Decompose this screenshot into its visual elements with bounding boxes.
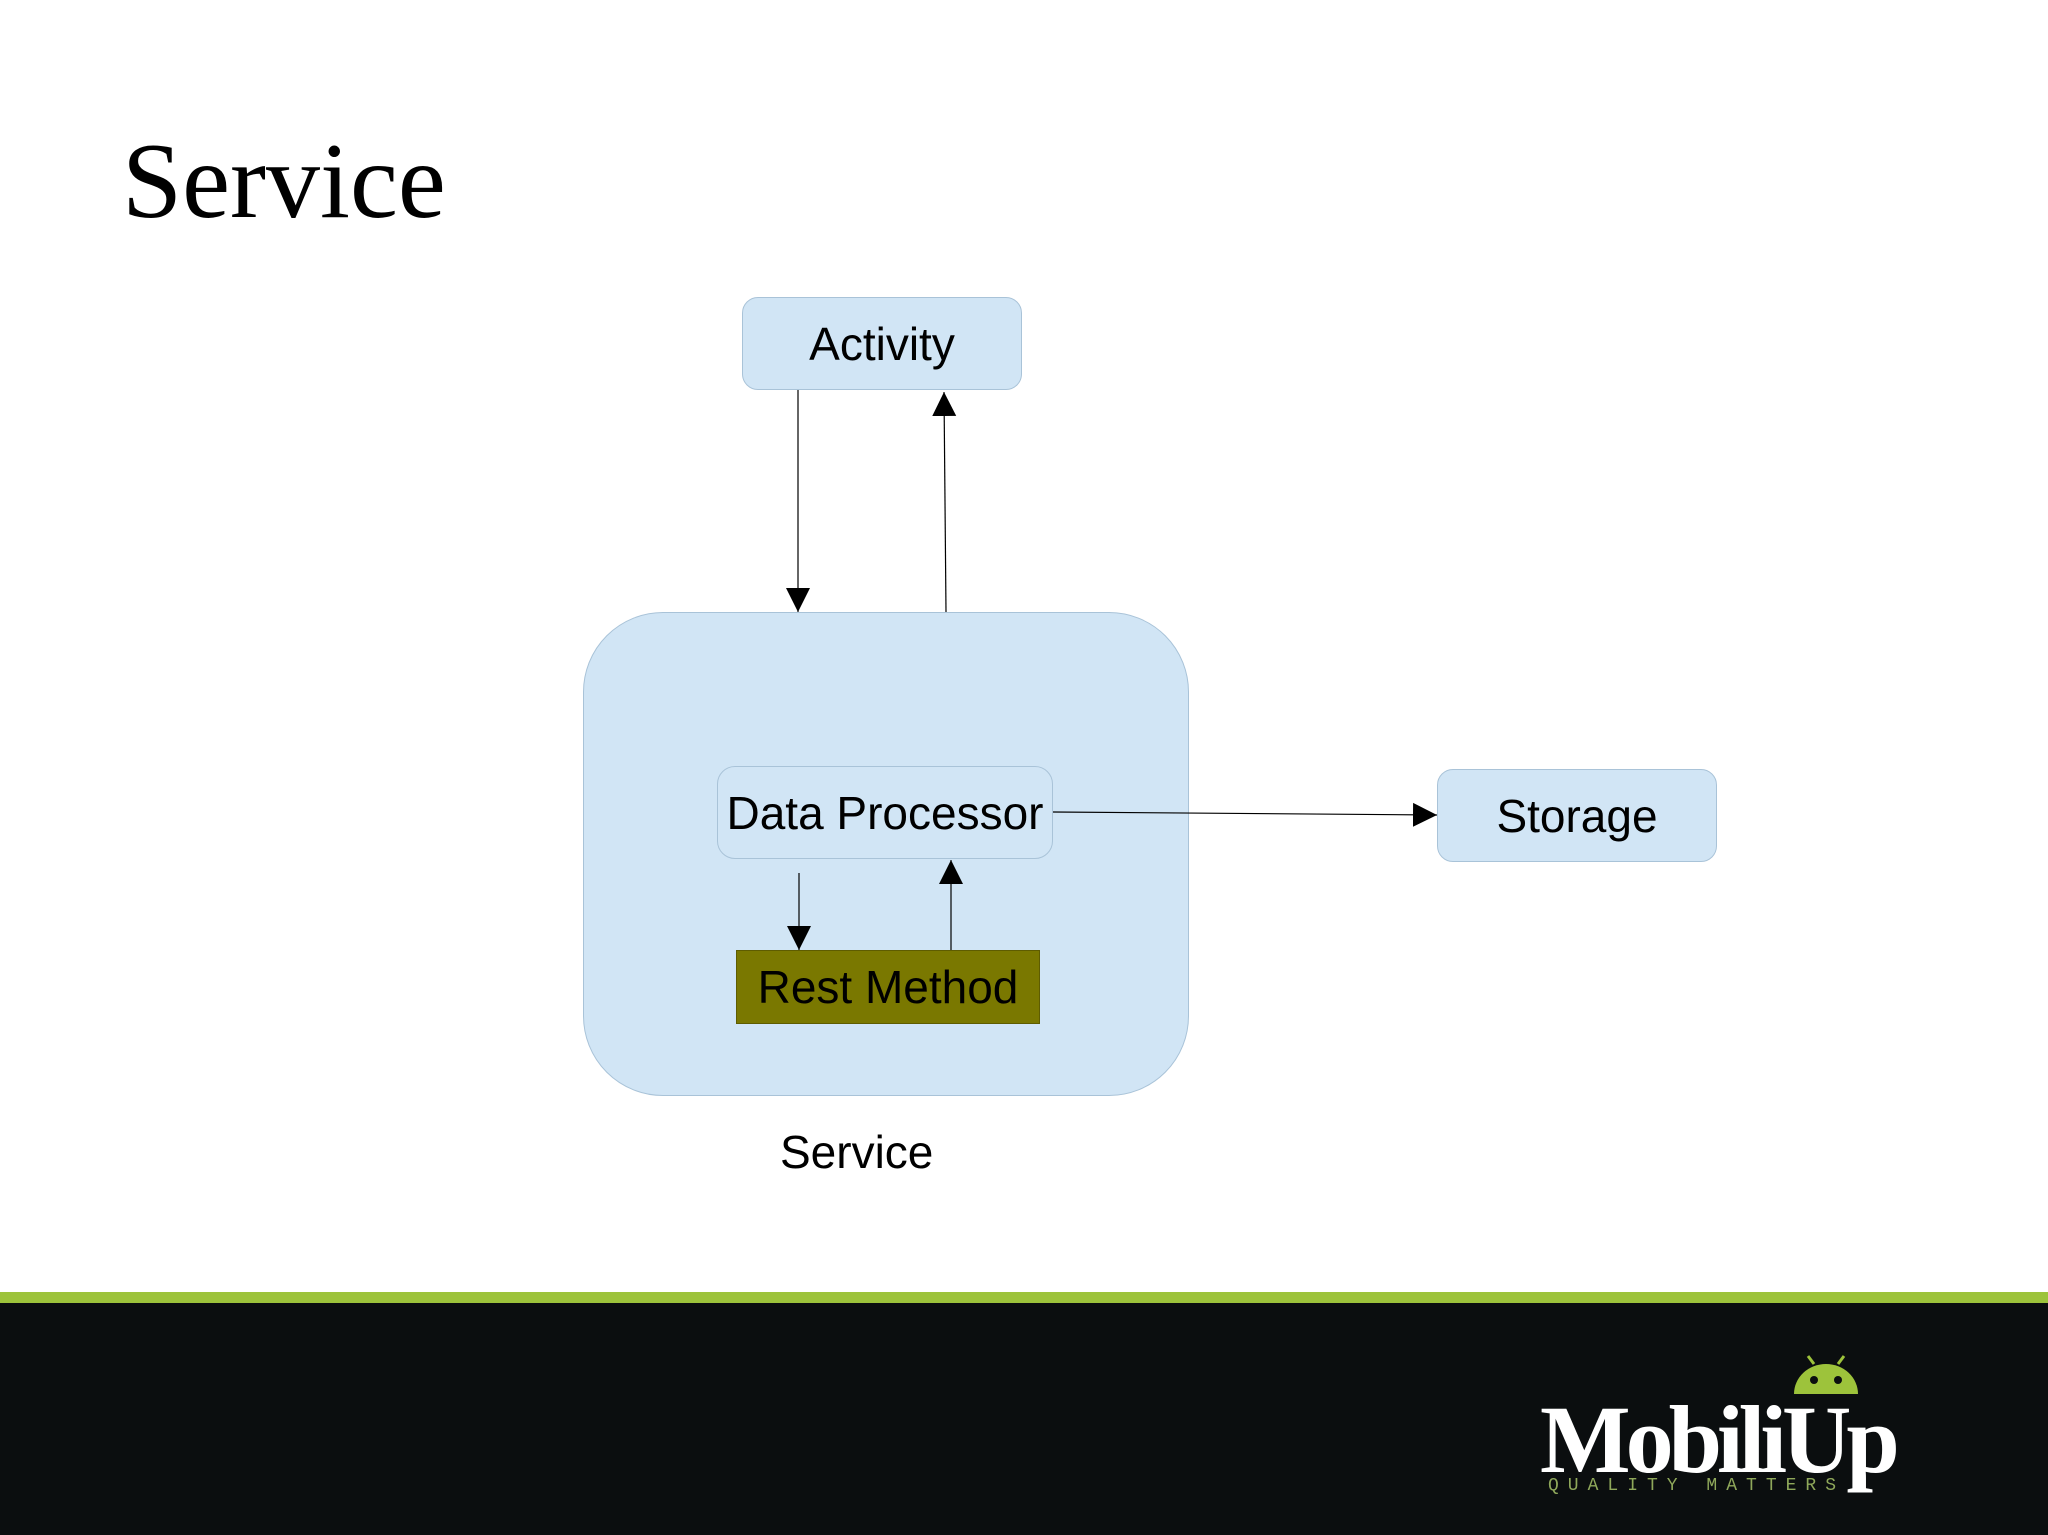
logo-wordmark: MobiliUp bbox=[1540, 1386, 1900, 1493]
logo-tagline: QUALITY MATTERS bbox=[1548, 1476, 1846, 1496]
data-processor-node: Data Processor bbox=[717, 766, 1053, 859]
footer-bar bbox=[0, 1303, 2048, 1535]
mobiliup-logo: MobiliUp QUALITY MATTERS bbox=[1540, 1350, 1920, 1500]
rest-method-node: Rest Method bbox=[736, 950, 1040, 1024]
service-caption: Service bbox=[780, 1126, 934, 1178]
footer-accent-stripe bbox=[0, 1292, 2048, 1303]
android-icon bbox=[1794, 1355, 1858, 1394]
arrow-service-to-activity bbox=[932, 391, 957, 613]
slide-title: Service bbox=[122, 122, 446, 241]
storage-node: Storage bbox=[1437, 769, 1717, 862]
rest-method-node-label: Rest Method bbox=[757, 961, 1019, 1013]
activity-node: Activity bbox=[742, 297, 1022, 390]
activity-node-label: Activity bbox=[809, 317, 955, 370]
storage-node-label: Storage bbox=[1496, 789, 1658, 842]
data-processor-node-label: Data Processor bbox=[726, 786, 1044, 839]
